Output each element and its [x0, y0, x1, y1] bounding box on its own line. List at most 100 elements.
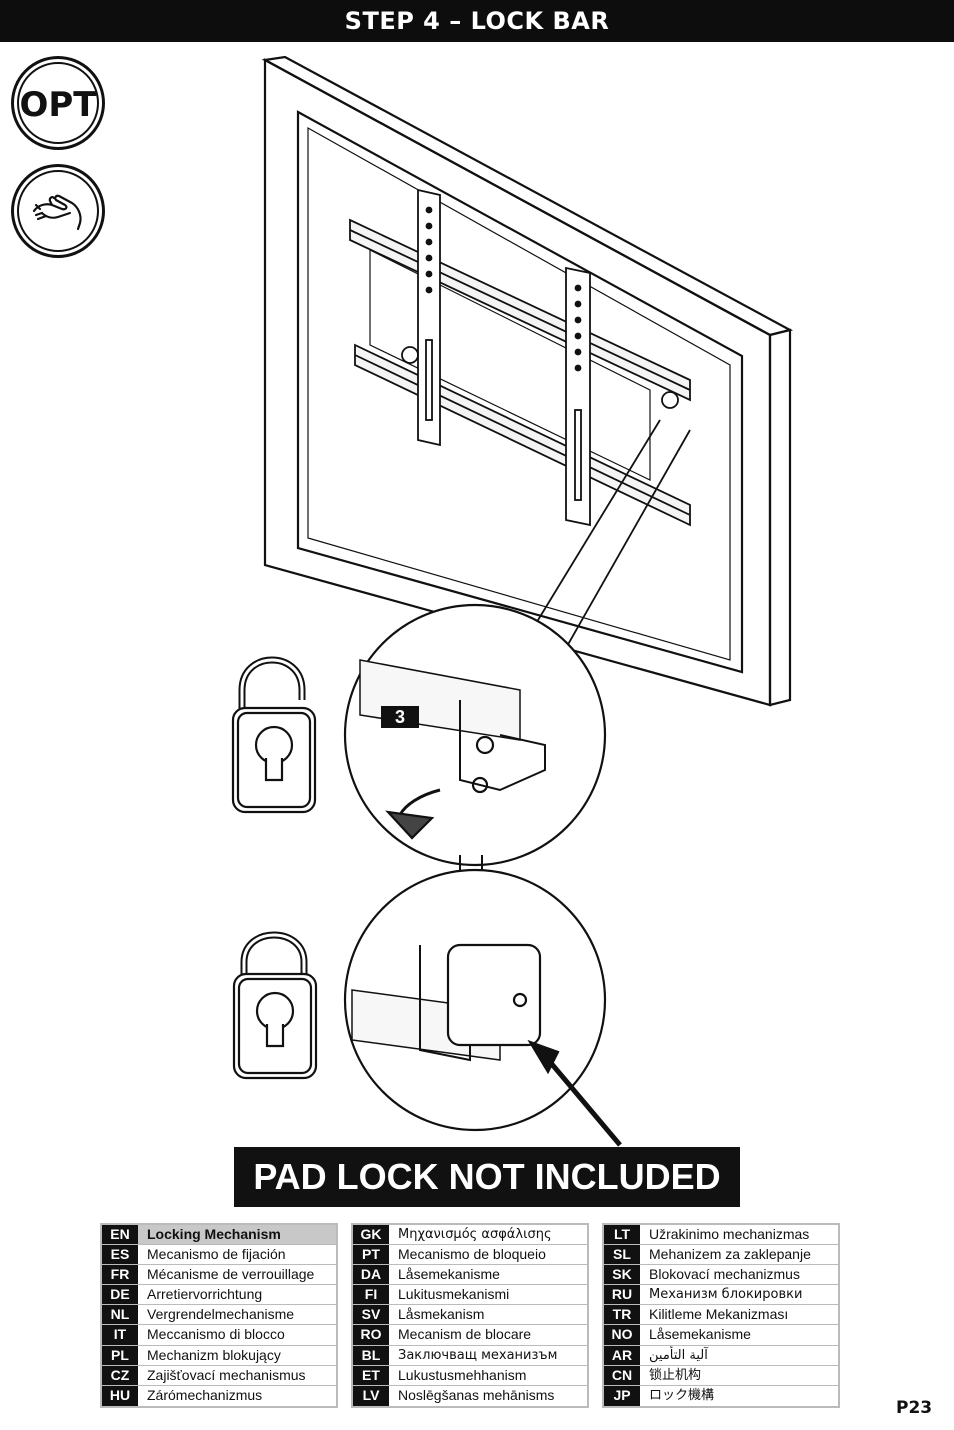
wall-bracket-icon: [349, 188, 691, 649]
language-code: NO: [604, 1325, 640, 1345]
language-code: ET: [353, 1365, 389, 1385]
language-text: Låsemekanisme: [649, 1326, 751, 1343]
language-text: Mehanizem za zaklepanje: [649, 1246, 811, 1263]
language-row: BL Заключващ механизъм: [353, 1345, 587, 1366]
language-text: Låsemekanisme: [398, 1266, 500, 1283]
language-row: GK Μηχανισμός ασφάλισης: [353, 1225, 587, 1246]
language-table-3: LT Užrakinimo mechanizmas SL Mehanizem za …: [602, 1223, 840, 1408]
language-row: TR Kilitleme Mekanizması: [604, 1305, 838, 1326]
language-text: Užrakinimo mechanizmas: [649, 1226, 810, 1242]
locked-padlock-icon: [232, 931, 318, 1080]
language-table-2: GK Μηχανισμός ασφάλισης PT Mecanismo de bl…: [351, 1223, 589, 1408]
language-row: CZ Zajišťovací mechanismus: [102, 1365, 336, 1386]
hand-badge: [11, 164, 105, 258]
language-row: LT Užrakinimo mechanizmas: [604, 1225, 838, 1246]
language-text: Lukustusmehhanism: [398, 1366, 527, 1383]
detail-circle-unlocked: [343, 603, 607, 867]
language-text: Mécanisme de verrouillage: [147, 1266, 315, 1283]
language-row: IT Meccanismo di blocco: [102, 1325, 336, 1346]
language-text: Μηχανισμός ασφάλισης: [398, 1227, 552, 1242]
language-text: ロック機構: [649, 1387, 715, 1403]
padlock-notice: PAD LOCK NOT INCLUDED: [234, 1147, 740, 1207]
language-text: Noslēgšanas mehānisms: [398, 1386, 555, 1403]
language-text: Meccanismo di blocco: [147, 1326, 285, 1343]
language-text: Mecanismo de fijación: [147, 1246, 286, 1263]
language-code: CN: [604, 1365, 640, 1385]
language-row: RO Mecanism de blocare: [353, 1325, 587, 1346]
language-code: LV: [353, 1385, 389, 1406]
language-row: AR آلية التأمين: [604, 1345, 838, 1366]
language-text: Заключващ механизъм: [398, 1347, 558, 1363]
language-row: SV Låsmekanism: [353, 1305, 587, 1326]
language-row: DE Arretiervorrichtung: [102, 1285, 336, 1306]
language-text: آلية التأمين: [649, 1347, 708, 1363]
step-title: STEP 4 – LOCK BAR: [344, 7, 610, 35]
language-text: Locking Mechanism: [138, 1225, 336, 1245]
language-code: RU: [604, 1285, 640, 1305]
language-code: BL: [353, 1345, 389, 1365]
language-text: Arretiervorrichtung: [147, 1286, 263, 1303]
tv-frame-icon: [261, 55, 794, 707]
language-code: PT: [353, 1245, 389, 1265]
padlock-notice-text: PAD LOCK NOT INCLUDED: [253, 1156, 721, 1197]
language-code: TR: [604, 1305, 640, 1325]
language-text: Zárómechanizmus: [147, 1386, 263, 1403]
language-row: ES Mecanismo de fijación: [102, 1245, 336, 1266]
hand-icon: [32, 194, 82, 231]
unlocked-padlock-icon: [231, 656, 317, 814]
language-code: HU: [102, 1385, 138, 1406]
language-code: GK: [353, 1225, 389, 1245]
language-code: DA: [353, 1265, 389, 1285]
detail-circle-locked: [343, 868, 622, 1147]
page-header: STEP 4 – LOCK BAR: [0, 0, 954, 42]
language-text: Механизм блокировки: [649, 1287, 803, 1303]
language-code: ES: [102, 1245, 138, 1265]
language-code: SV: [353, 1305, 389, 1325]
language-row: PL Mechanizm blokujący: [102, 1345, 336, 1366]
language-row: SL Mehanizem za zaklepanje: [604, 1245, 838, 1266]
language-code: CZ: [102, 1365, 138, 1385]
language-code: IT: [102, 1325, 138, 1345]
language-row: CN 锁止机构: [604, 1365, 838, 1386]
language-text: Mechanizm blokujący: [147, 1346, 281, 1363]
page-number: P23: [896, 1398, 933, 1418]
language-code: DE: [102, 1285, 138, 1305]
step-callout-number: 3: [381, 706, 419, 728]
language-row: FR Mécanisme de verrouillage: [102, 1265, 336, 1286]
language-row: RU Механизм блокировки: [604, 1285, 838, 1306]
language-row: NL Vergrendelmechanisme: [102, 1305, 336, 1326]
language-row: FI Lukitusmekanismi: [353, 1285, 587, 1306]
language-text: Vergrendelmechanisme: [147, 1306, 295, 1323]
language-text: Kilitleme Mekanizması: [649, 1306, 789, 1323]
language-text: Lukitusmekanismi: [398, 1286, 510, 1303]
language-row: SK Blokovací mechanizmus: [604, 1265, 838, 1286]
language-code: FR: [102, 1265, 138, 1285]
language-text: Blokovací mechanizmus: [649, 1266, 800, 1283]
language-row: DA Låsemekanisme: [353, 1265, 587, 1286]
language-code: EN: [102, 1225, 138, 1245]
language-text: Låsmekanism: [398, 1306, 485, 1323]
opt-badge: OPT: [11, 56, 105, 150]
language-code: AR: [604, 1345, 640, 1365]
language-row: NO Låsemekanisme: [604, 1325, 838, 1346]
installation-illustration: [231, 55, 794, 1147]
language-row: HU Zárómechanizmus: [102, 1385, 336, 1406]
language-text: 锁止机构: [649, 1367, 702, 1383]
language-code: JP: [604, 1385, 640, 1406]
language-row: JP ロック機構: [604, 1385, 838, 1406]
language-code: SK: [604, 1265, 640, 1285]
language-row: LV Noslēgšanas mehānisms: [353, 1385, 587, 1406]
language-text: Mecanism de blocare: [398, 1326, 532, 1343]
language-code: SL: [604, 1245, 640, 1265]
language-row: PT Mecanismo de bloqueio: [353, 1245, 587, 1266]
opt-label: OPT: [19, 85, 97, 125]
language-code: NL: [102, 1305, 138, 1325]
language-text: Mecanismo de bloqueio: [398, 1246, 546, 1263]
language-code: PL: [102, 1345, 138, 1365]
language-text: Zajišťovací mechanismus: [147, 1366, 306, 1383]
language-code: LT: [604, 1225, 640, 1245]
language-code: FI: [353, 1285, 389, 1305]
language-code: RO: [353, 1325, 389, 1345]
